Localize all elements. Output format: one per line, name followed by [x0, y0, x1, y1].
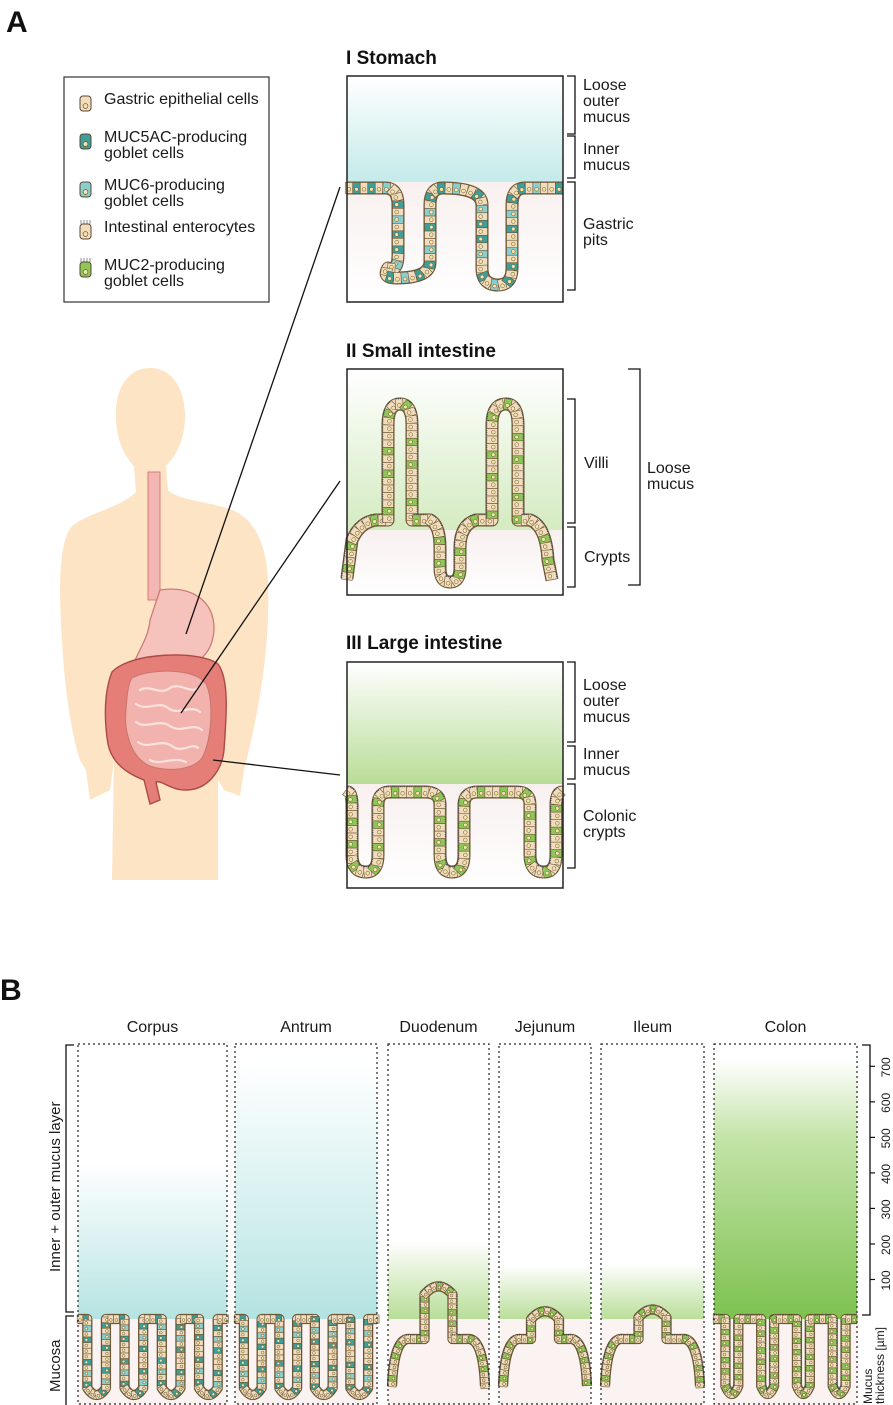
legend-label-gastric: Gastric epithelial cells: [104, 92, 264, 108]
small-intestine-organ: [126, 671, 211, 769]
legend-item-gastric: Gastric epithelial cells: [80, 92, 264, 132]
region-antrum: Antrum: [234, 1019, 379, 1405]
region-label: Jejunum: [515, 1019, 575, 1036]
region-label: Ileum: [633, 1019, 672, 1036]
small-intestine-title: Small intestine: [362, 341, 496, 362]
svg-text:III Large intestine: III Large intestine: [346, 633, 502, 654]
stomach-panel: I Stomach: [345, 48, 563, 302]
colonic-crypts-label: Colonic crypts: [583, 809, 647, 841]
region-label: Antrum: [280, 1019, 332, 1036]
legend-item-muc2: MUC2-producing goblet cells: [80, 258, 264, 298]
region-duodenum: Duodenum: [388, 1019, 489, 1405]
axis-tick-label: 700: [879, 1057, 893, 1077]
region-label: Colon: [765, 1019, 807, 1036]
region-corpus: Corpus: [77, 1019, 228, 1405]
small-intestine-panel: II Small intestine: [341, 341, 563, 595]
region-label: Corpus: [127, 1019, 179, 1036]
panel-b-letter: B: [0, 974, 22, 1007]
svg-text:II Small intestine: II Small intestine: [346, 341, 496, 362]
large-outer-label: Loose outer mucus: [583, 678, 641, 726]
panel-a-letter: A: [6, 6, 28, 39]
panel-a-labels: Loose outer mucus Inner mucus Gastric pi…: [583, 78, 707, 849]
small-intestine-numeral: II: [346, 341, 357, 362]
legend-label-enterocyte: Intestinal enterocytes: [104, 220, 264, 236]
panel-b-left-brackets: [66, 1045, 74, 1405]
legend-item-muc5ac: MUC5AC-producing goblet cells: [80, 130, 264, 170]
legend-label-muc2: MUC2-producing goblet cells: [104, 258, 264, 290]
mucus-thickness-axis: 100 200 300 400 500 600 700: [862, 1045, 893, 1315]
large-intestine-panel: III Large intestine: [343, 633, 566, 888]
large-inner-label: Inner mucus: [583, 747, 631, 779]
svg-text:I Stomach: I Stomach: [346, 48, 437, 69]
large-intestine-numeral: III: [346, 633, 362, 654]
mucus-axis-label: Mucus thickness [µm]: [862, 1318, 892, 1404]
axis-tick-label: 400: [879, 1164, 893, 1184]
legend-item-muc6: MUC6-producing goblet cells: [80, 178, 264, 218]
mucus-layer-corpus: [78, 1162, 227, 1323]
villi-label: Villi: [584, 455, 609, 472]
mucus-layer-colon: [714, 1059, 857, 1323]
panel-b: Corpus Antrum Duodenum Jejunum Ileum Colon: [77, 1019, 857, 1405]
stomach-outer-label: Loose outer mucus: [583, 78, 641, 126]
stomach-numeral: I: [346, 48, 351, 69]
region-colon: Colon: [713, 1019, 857, 1405]
stomach-pits-label: Gastric pits: [583, 217, 641, 249]
legend-item-enterocyte: Intestinal enterocytes: [80, 220, 264, 260]
region-jejunum: Jejunum: [499, 1019, 591, 1405]
large-intestine-title: Large intestine: [367, 633, 502, 654]
esophagus: [148, 472, 160, 600]
cell-legend: Gastric epithelial cellsMUC5AC-producing…: [64, 77, 269, 302]
axis-tick-label: 600: [879, 1093, 893, 1113]
stomach-inner-label: Inner mucus: [583, 142, 631, 174]
mucosa-label: Mucosa: [47, 1339, 64, 1392]
axis-tick-label: 200: [879, 1235, 893, 1255]
mucus-layer-label: Inner + outer mucus layer: [47, 1101, 64, 1272]
stomach-title: Stomach: [357, 48, 437, 69]
legend-label-muc6: MUC6-producing goblet cells: [104, 178, 264, 210]
mucus-layer-antrum: [235, 1063, 377, 1323]
crypts-label: Crypts: [584, 549, 630, 566]
axis-tick-label: 300: [879, 1199, 893, 1219]
legend-label-muc5ac: MUC5AC-producing goblet cells: [104, 130, 264, 162]
region-label: Duodenum: [399, 1019, 477, 1036]
region-ileum: Ileum: [601, 1019, 704, 1405]
axis-tick-label: 500: [879, 1128, 893, 1148]
loose-mucus-label: Loose mucus: [647, 461, 703, 493]
axis-tick-label: 100: [879, 1270, 893, 1290]
